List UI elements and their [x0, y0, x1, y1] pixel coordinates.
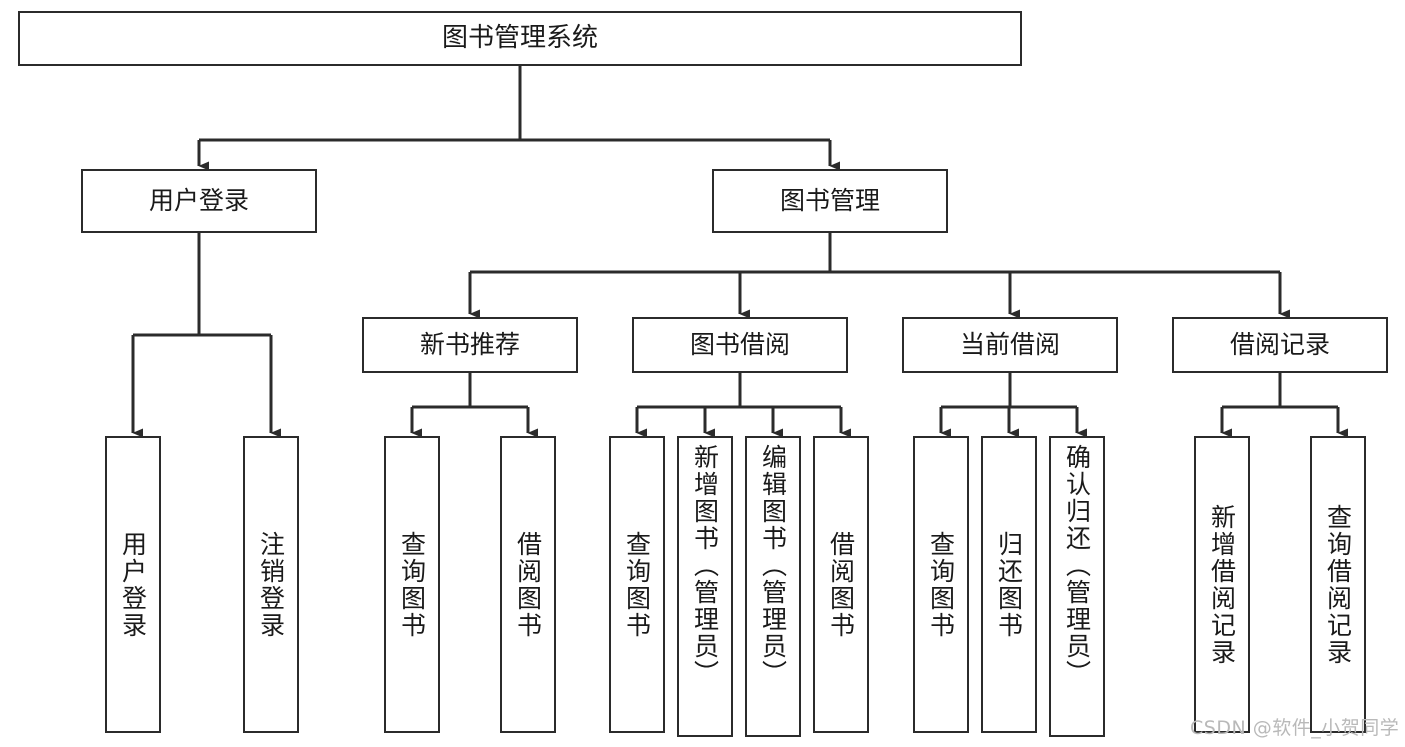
- leaf-new-book-borrow-book[interactable]: 借阅图书: [500, 436, 556, 733]
- leaf-borrow-record-add-record-label: 新增借阅记录: [1207, 503, 1237, 666]
- node-borrow-record-label: 借阅记录: [1229, 330, 1330, 359]
- node-book-management-label: 图书管理: [779, 186, 880, 215]
- leaf-new-book-borrow-book-label: 借阅图书: [513, 530, 543, 639]
- node-new-book-recommend-label: 新书推荐: [419, 330, 520, 359]
- leaf-book-borrow-add-book-admin[interactable]: 新增图书（管理员）: [677, 436, 733, 737]
- node-user-login-label: 用户登录: [148, 186, 249, 215]
- node-current-borrow[interactable]: 当前借阅: [902, 317, 1118, 373]
- leaf-borrow-record-query-record[interactable]: 查询借阅记录: [1310, 436, 1366, 733]
- node-book-borrow-label: 图书借阅: [689, 330, 790, 359]
- leaf-book-borrow-edit-book-admin[interactable]: 编辑图书（管理员）: [745, 436, 801, 737]
- leaf-new-book-query-book-label: 查询图书: [397, 530, 427, 639]
- leaf-book-borrow-query-book-label: 查询图书: [622, 530, 652, 639]
- node-user-login[interactable]: 用户登录: [81, 169, 317, 233]
- leaf-current-borrow-confirm-return-admin-label: 确认归还（管理员）: [1062, 444, 1092, 687]
- leaf-book-borrow-edit-book-admin-label: 编辑图书（管理员）: [758, 444, 788, 687]
- node-root-label: 图书管理系统: [441, 22, 598, 53]
- leaf-current-borrow-query-book[interactable]: 查询图书: [913, 436, 969, 733]
- leaf-current-borrow-confirm-return-admin[interactable]: 确认归还（管理员）: [1049, 436, 1105, 737]
- leaf-book-borrow-query-book[interactable]: 查询图书: [609, 436, 665, 733]
- leaf-current-borrow-return-book-label: 归还图书: [994, 530, 1024, 639]
- node-borrow-record[interactable]: 借阅记录: [1172, 317, 1388, 373]
- leaf-user-login-logout[interactable]: 注销登录: [243, 436, 299, 733]
- leaf-borrow-record-query-record-label: 查询借阅记录: [1323, 503, 1353, 666]
- leaf-book-borrow-borrow-book-label: 借阅图书: [826, 530, 856, 639]
- leaf-user-login-login[interactable]: 用户登录: [105, 436, 161, 733]
- leaf-borrow-record-add-record[interactable]: 新增借阅记录: [1194, 436, 1250, 733]
- leaf-new-book-query-book[interactable]: 查询图书: [384, 436, 440, 733]
- node-current-borrow-label: 当前借阅: [959, 330, 1060, 359]
- leaf-current-borrow-return-book[interactable]: 归还图书: [981, 436, 1037, 733]
- leaf-current-borrow-query-book-label: 查询图书: [926, 530, 956, 639]
- watermark-text: CSDN @软件_小贺同学: [1190, 717, 1400, 739]
- node-book-management[interactable]: 图书管理: [712, 169, 948, 233]
- node-book-borrow[interactable]: 图书借阅: [632, 317, 848, 373]
- node-root-book-management-system[interactable]: 图书管理系统: [18, 11, 1022, 66]
- leaf-book-borrow-borrow-book[interactable]: 借阅图书: [813, 436, 869, 733]
- leaf-book-borrow-add-book-admin-label: 新增图书（管理员）: [690, 444, 720, 687]
- leaf-user-login-logout-label: 注销登录: [256, 530, 286, 639]
- node-new-book-recommend[interactable]: 新书推荐: [362, 317, 578, 373]
- leaf-user-login-login-label: 用户登录: [118, 530, 148, 639]
